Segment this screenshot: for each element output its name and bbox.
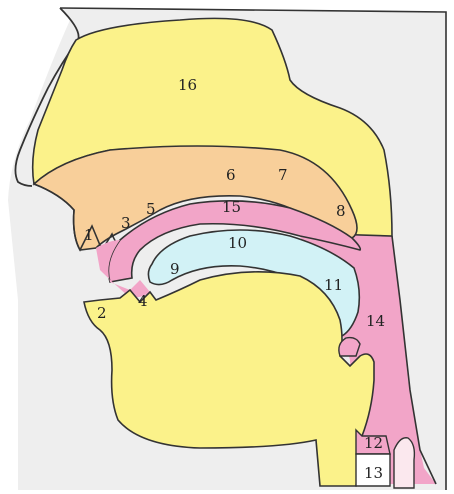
esophagus-cartilage [394,438,414,488]
label-16: 16 [178,76,197,94]
label-7: 7 [278,166,288,184]
label-11: 11 [324,276,343,294]
label-12: 12 [364,434,383,452]
label-5: 5 [146,200,156,218]
label-14: 14 [366,312,385,330]
label-2: 2 [97,304,107,322]
label-15: 15 [222,198,241,216]
label-6: 6 [226,166,236,184]
label-1: 1 [84,226,94,244]
label-10: 10 [228,234,247,252]
label-8: 8 [336,202,346,220]
label-9: 9 [170,260,180,278]
label-3: 3 [121,214,131,232]
epiglottis-outline [339,338,360,356]
label-4: 4 [138,292,148,310]
label-13: 13 [364,464,383,482]
